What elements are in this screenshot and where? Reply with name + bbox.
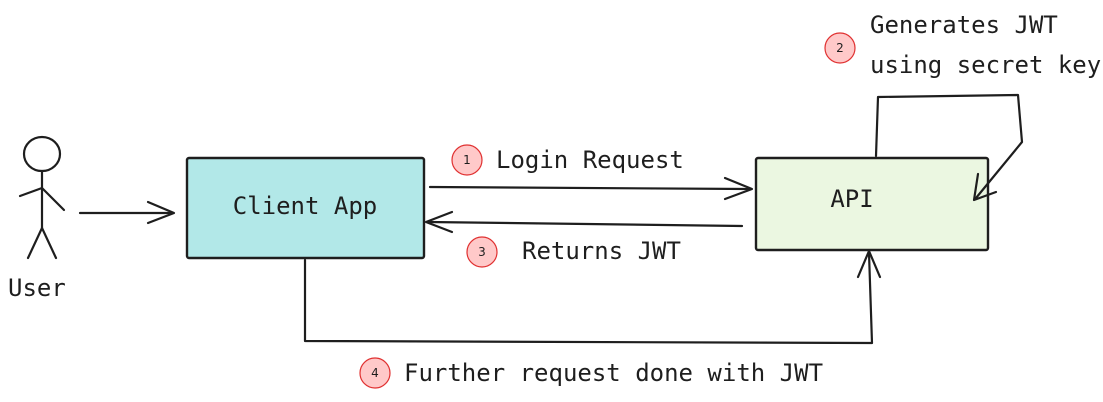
generate-jwt-loop-arrow — [874, 93, 1024, 202]
step-2-badge: 2 — [824, 32, 856, 64]
user-label: User — [8, 274, 66, 302]
generate-jwt-label-line2: using secret key — [870, 51, 1101, 79]
user-legs — [26, 226, 58, 260]
user-head — [22, 135, 62, 173]
client-app-box — [185, 156, 426, 260]
api-label: API — [830, 185, 873, 213]
further-request-arrow — [303, 249, 882, 345]
user-to-client-arrow — [78, 200, 176, 225]
svg-text:4: 4 — [371, 366, 379, 380]
user-arms — [18, 186, 66, 212]
generate-jwt-label-line1: Generates JWT — [870, 11, 1058, 39]
login-request-label: Login Request — [496, 146, 684, 174]
step-4-badge: 4 — [359, 357, 391, 389]
further-request-label: Further request done with JWT — [404, 359, 823, 387]
login-request-arrow — [428, 176, 754, 201]
step-3-badge: 3 — [466, 236, 498, 268]
user-actor — [18, 135, 66, 260]
returns-jwt-label: Returns JWT — [522, 237, 681, 265]
client-app-label: Client App — [233, 192, 378, 220]
svg-text:2: 2 — [836, 41, 844, 55]
svg-text:1: 1 — [463, 153, 471, 167]
api-box — [754, 156, 990, 252]
returns-jwt-arrow — [424, 210, 744, 234]
svg-text:3: 3 — [478, 245, 486, 259]
step-1-badge: 1 — [451, 144, 483, 176]
